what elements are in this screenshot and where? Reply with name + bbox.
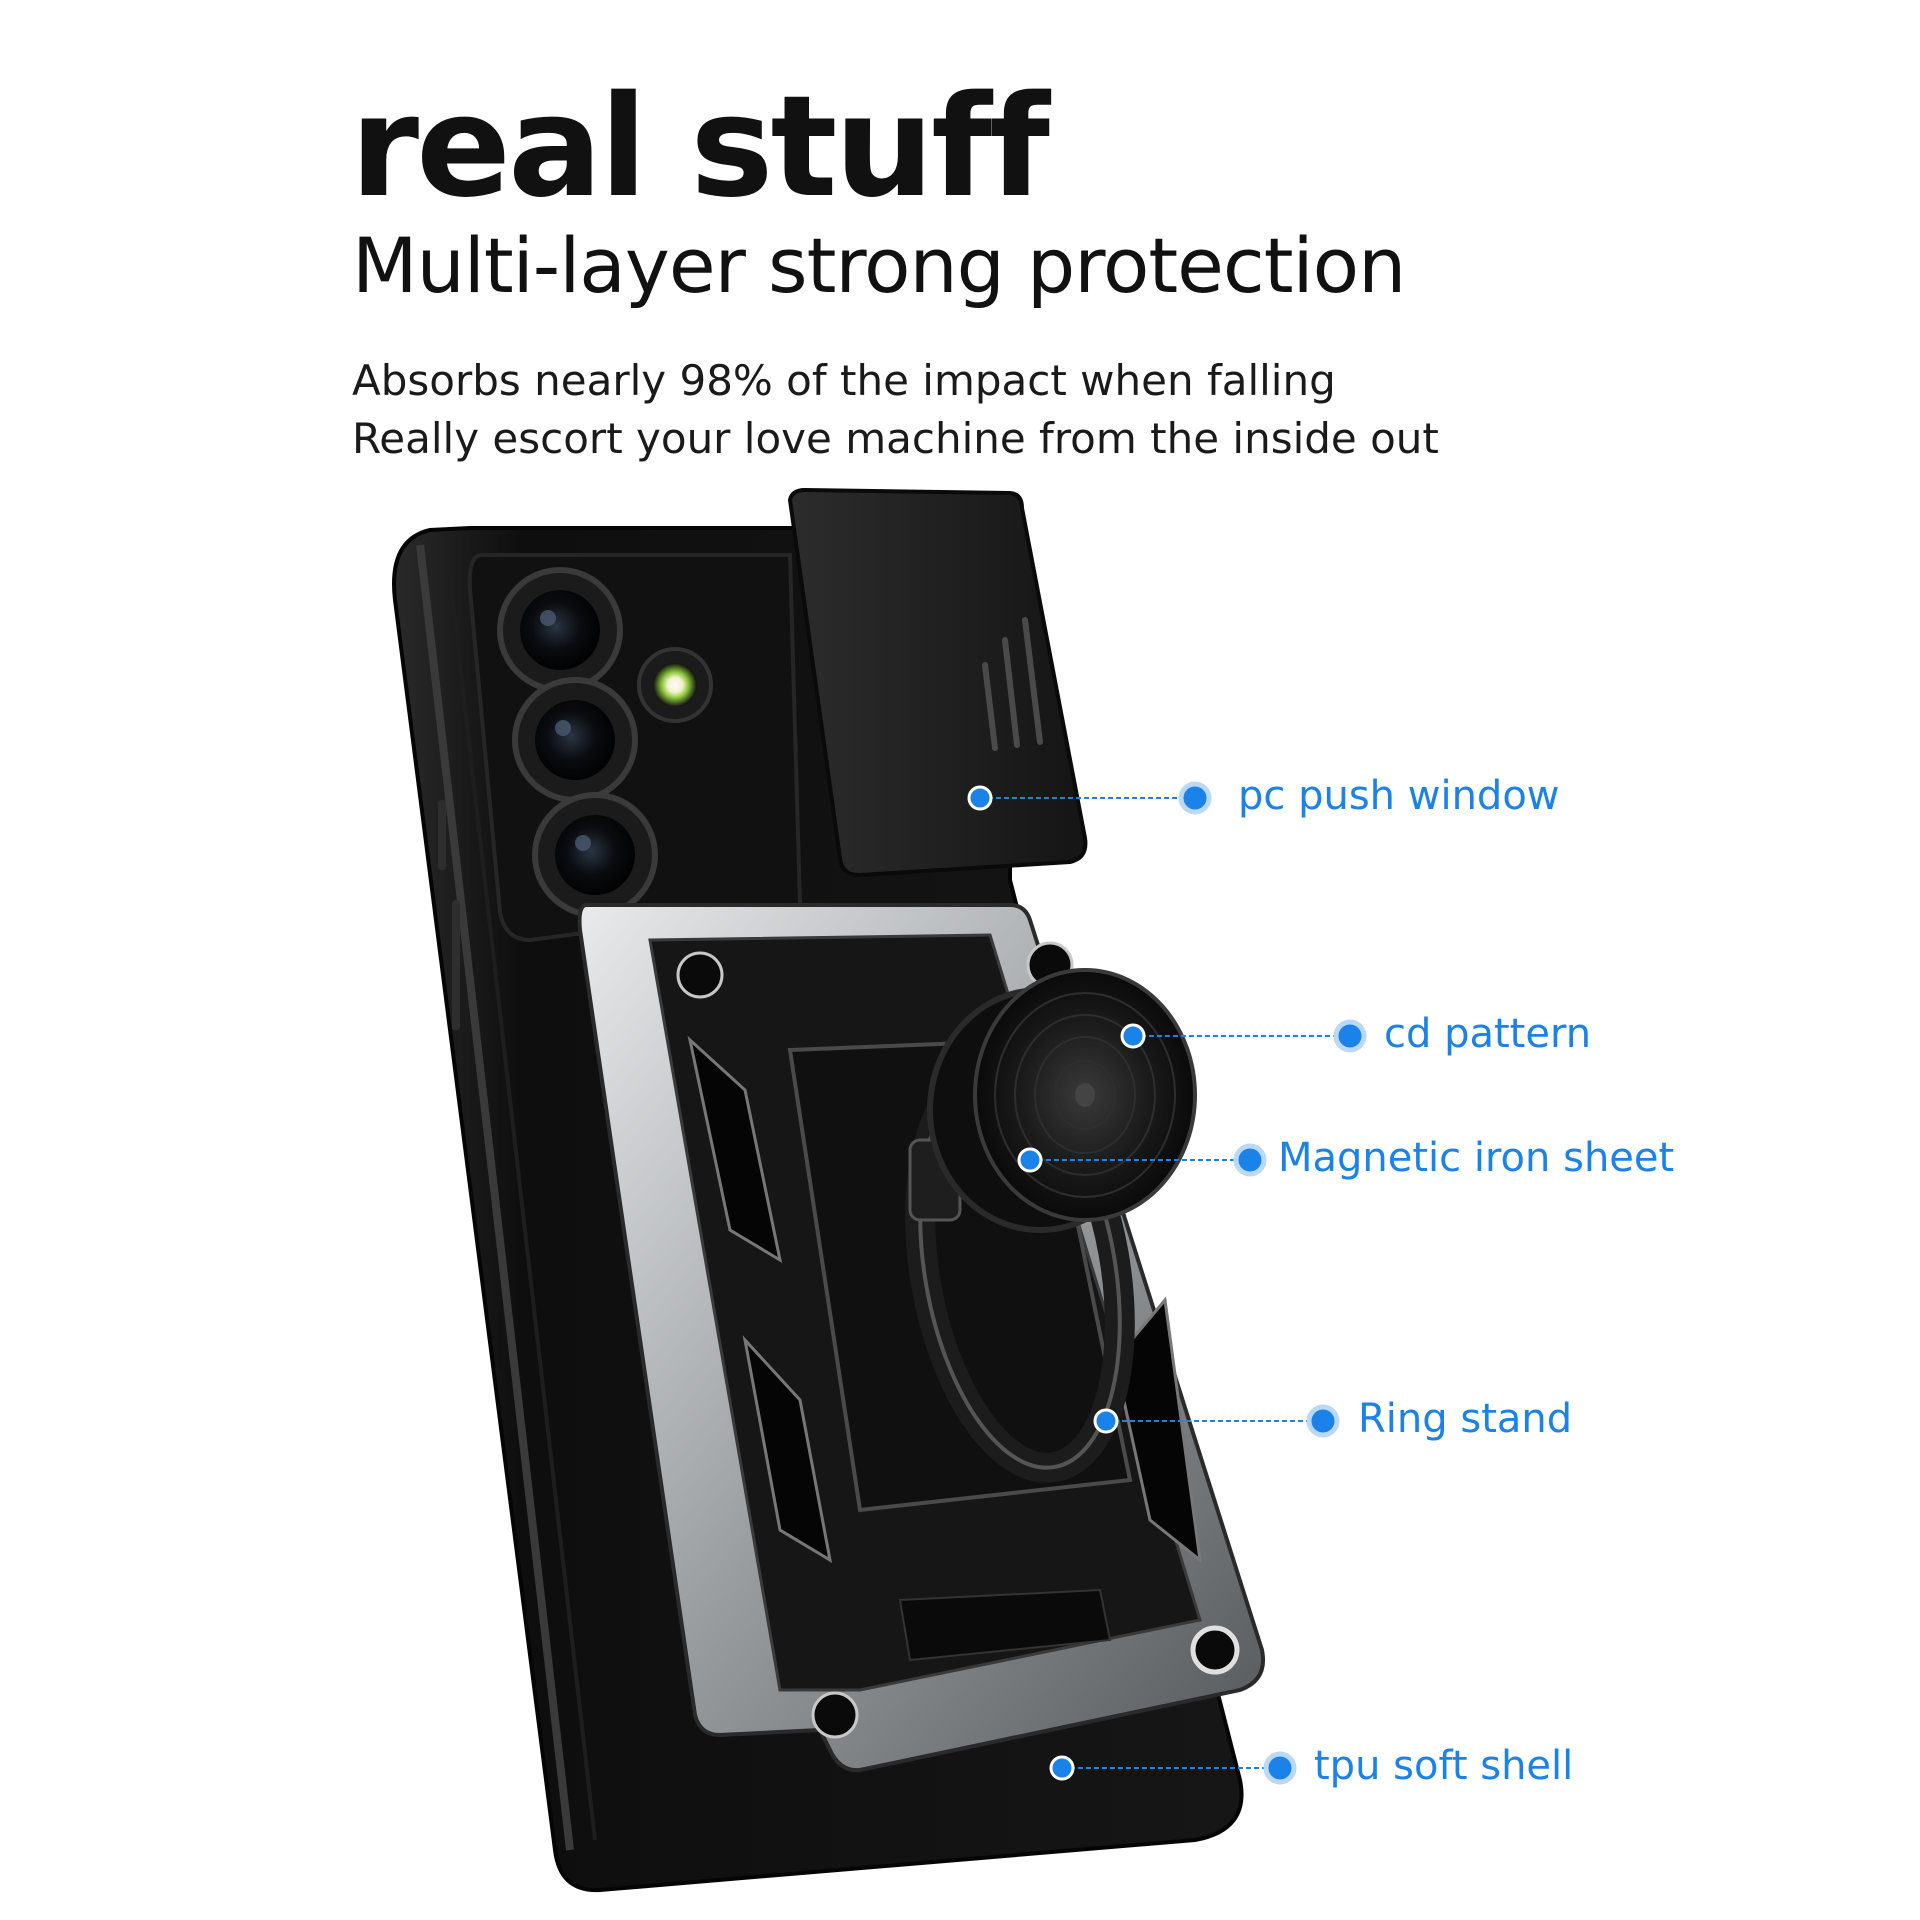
callout-tpu-soft-shell: tpu soft shell	[1314, 1743, 1574, 1789]
callout-cd-pattern: cd pattern	[1384, 1011, 1592, 1057]
headline: real stuff	[350, 66, 1050, 229]
subheadline: Multi-layer strong protection	[352, 221, 1406, 310]
callout-magnetic-iron-sheet: Magnetic iron sheet	[1278, 1135, 1675, 1181]
camera-module	[467, 553, 803, 943]
description-line-1: Absorbs nearly 98% of the impact when fa…	[352, 356, 1336, 405]
callout-ring-stand: Ring stand	[1358, 1396, 1573, 1442]
description-line-2: Really escort your love machine from the…	[352, 414, 1439, 463]
description: Absorbs nearly 98% of the impact when fa…	[352, 352, 1439, 468]
callout-pc-push-window: pc push window	[1238, 773, 1560, 819]
callout-leaders	[967, 781, 1367, 1785]
push-window-slider	[787, 487, 1088, 878]
